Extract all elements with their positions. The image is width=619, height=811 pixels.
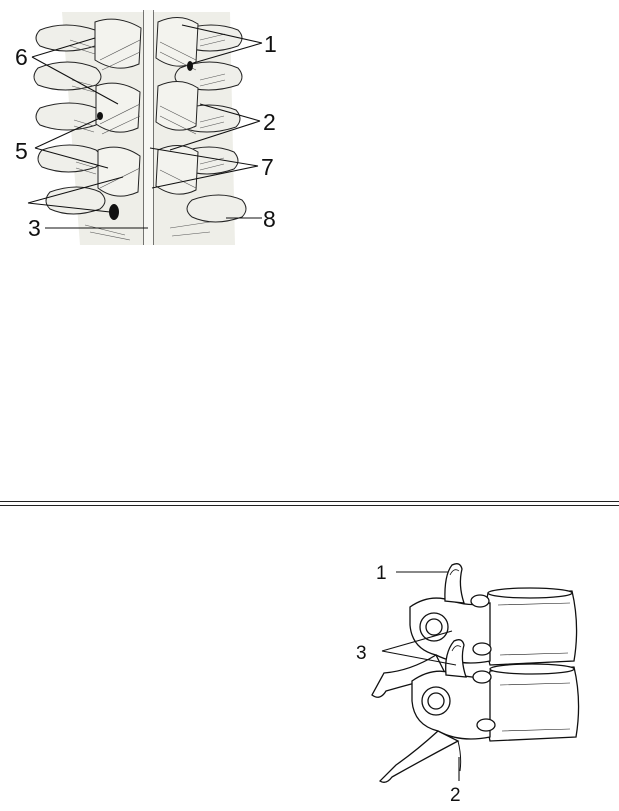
label-8: 8	[263, 206, 276, 232]
label-1: 1	[264, 31, 277, 57]
label-5: 5	[15, 138, 28, 164]
spine-posterior-illustration: 1 2 3 5 6 7 8	[15, 10, 277, 245]
vertebrae-drawing	[371, 563, 580, 783]
divider-rule-bottom	[0, 505, 619, 506]
divider-rule-top	[0, 501, 619, 502]
label-2: 2	[450, 785, 461, 806]
vertebrae-lateral-illustration: 1 3 2	[356, 563, 580, 806]
label-2: 2	[263, 109, 276, 135]
leader-lines	[27, 24, 263, 229]
label-7: 7	[261, 154, 274, 180]
vertebral-column-drawing	[33, 10, 247, 245]
leader-lines-bottom	[381, 571, 460, 781]
label-1: 1	[376, 563, 387, 584]
label-3: 3	[28, 215, 41, 241]
label-6: 6	[15, 44, 28, 70]
label-3: 3	[356, 643, 367, 664]
